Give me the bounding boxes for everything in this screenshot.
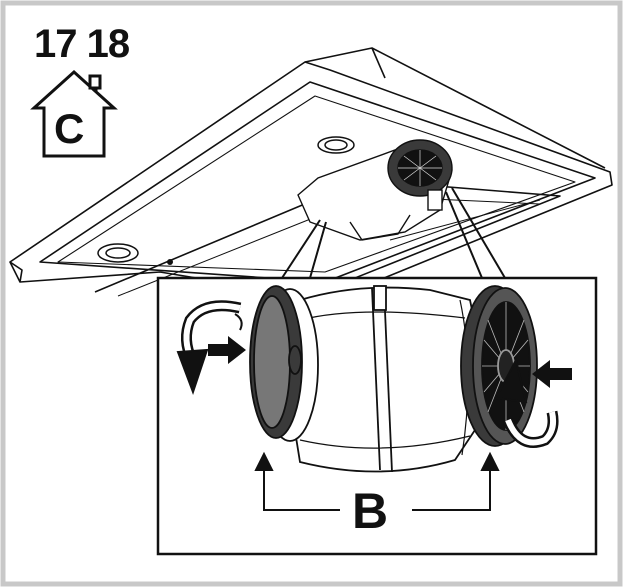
callout-bracket <box>254 451 500 511</box>
hood-light-right <box>317 136 355 154</box>
filter-right <box>460 285 538 447</box>
mode-letter: C <box>54 105 85 152</box>
hood-screw <box>167 259 173 265</box>
rotate-arrow-left-icon <box>176 300 243 395</box>
motor-detail <box>289 285 481 473</box>
filter-left <box>249 285 319 442</box>
callout-lines <box>281 187 506 279</box>
hood-motor <box>297 139 453 241</box>
callout-label: B <box>352 483 389 539</box>
house-recirculation-icon <box>30 69 118 158</box>
step-numbers: 17 18 <box>34 22 130 66</box>
hood-light-left <box>97 243 139 263</box>
push-arrow-right-icon <box>532 360 572 388</box>
push-arrow-left-icon <box>208 336 246 364</box>
rotate-arrow-right-icon <box>494 357 559 448</box>
